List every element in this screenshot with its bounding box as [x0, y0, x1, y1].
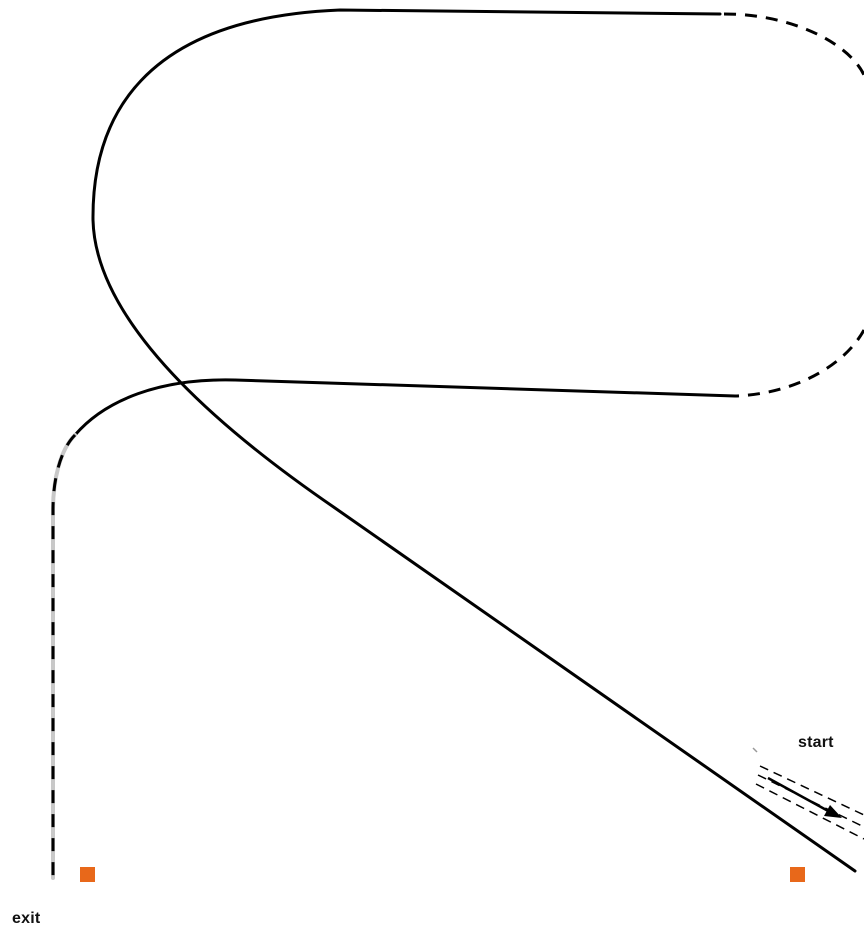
exit-lane — [51, 433, 77, 878]
lower-loop-dashed-arc — [734, 329, 864, 398]
upper-loop-dashed-arc — [723, 12, 864, 76]
start-direction-arrow — [767, 776, 842, 818]
lower-loop — [73, 378, 737, 437]
exit-label: exit — [12, 910, 41, 927]
exit-marker — [80, 867, 95, 882]
start-marker — [790, 867, 805, 882]
diagonal-track — [91, 8, 857, 873]
exit-lane-highlight — [51, 433, 77, 880]
start-label: start — [798, 734, 834, 751]
start-lanes — [752, 747, 864, 840]
